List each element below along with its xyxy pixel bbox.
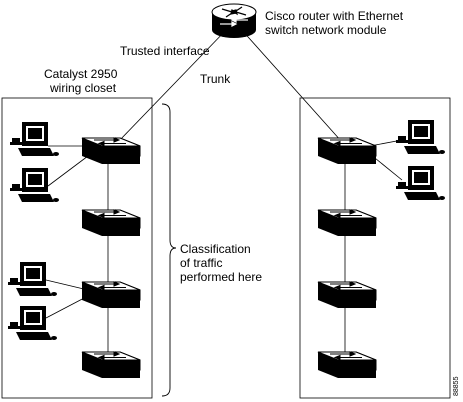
workstation-icon-left-1	[10, 122, 59, 156]
router-label-line2: switch network module	[265, 23, 387, 37]
switch-icon-right-3	[317, 281, 377, 309]
workstation-icon-left-4	[8, 306, 57, 340]
figure-id: 88855	[453, 376, 460, 396]
trunk-link-right	[239, 27, 343, 143]
switch-icon-right-2	[317, 209, 377, 237]
router-icon	[211, 3, 257, 38]
switch-icon-right-1	[317, 137, 377, 165]
workstation-icon-left-2	[10, 168, 59, 202]
classification-brace	[161, 103, 177, 397]
trunk-label: Trunk	[200, 72, 231, 86]
classification-label-line2: of traffic	[180, 256, 222, 270]
trusted-interface-label: Trusted interface	[120, 44, 210, 58]
switch-icon-right-4	[317, 351, 377, 379]
right-closet-box	[299, 97, 451, 399]
left-closet-box	[1, 97, 153, 399]
trunk-link-left	[117, 27, 229, 143]
workstation-icon-right-1	[396, 120, 445, 154]
router-label-line1: Cisco router with Ethernet	[265, 9, 404, 23]
switch-icon-left-1	[81, 137, 141, 165]
switch-icon-left-2	[81, 209, 141, 237]
closet-label-line1: Catalyst 2950	[44, 67, 118, 81]
switch-icon-left-4	[81, 351, 141, 379]
classification-label-line3: performed here	[180, 270, 262, 284]
closet-label-line2: wiring closet	[49, 81, 117, 95]
switch-icon-left-3	[81, 281, 141, 309]
workstation-icon-left-3	[8, 262, 57, 296]
classification-label-line1: Classification	[180, 242, 251, 256]
workstation-icon-right-2	[396, 166, 445, 200]
